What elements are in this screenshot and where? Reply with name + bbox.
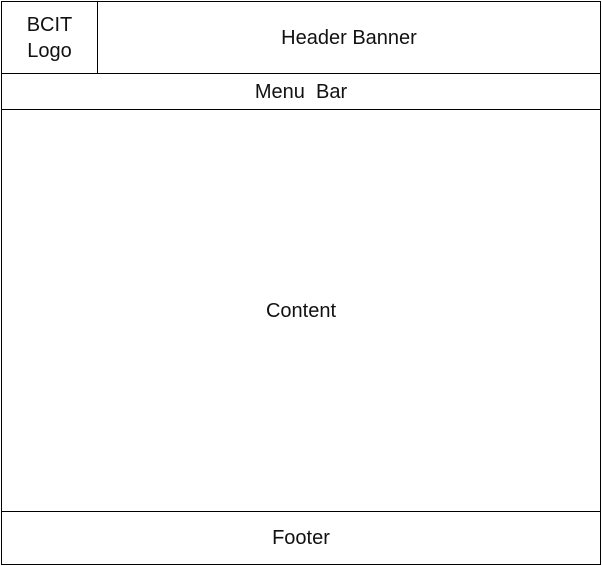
logo-box: BCIT Logo	[2, 2, 98, 74]
footer-label: Footer	[272, 527, 330, 549]
header-banner-box: Header Banner	[98, 2, 600, 74]
content-label: Content	[265, 299, 337, 322]
logo-label: BCIT Logo	[26, 13, 73, 62]
menu-bar-label: Menu Bar	[254, 80, 348, 103]
menu-bar-box: Menu Bar	[2, 74, 600, 110]
header-banner-label: Header Banner	[281, 26, 417, 49]
content-box: Content	[2, 110, 600, 512]
footer-box: Footer	[2, 512, 600, 564]
